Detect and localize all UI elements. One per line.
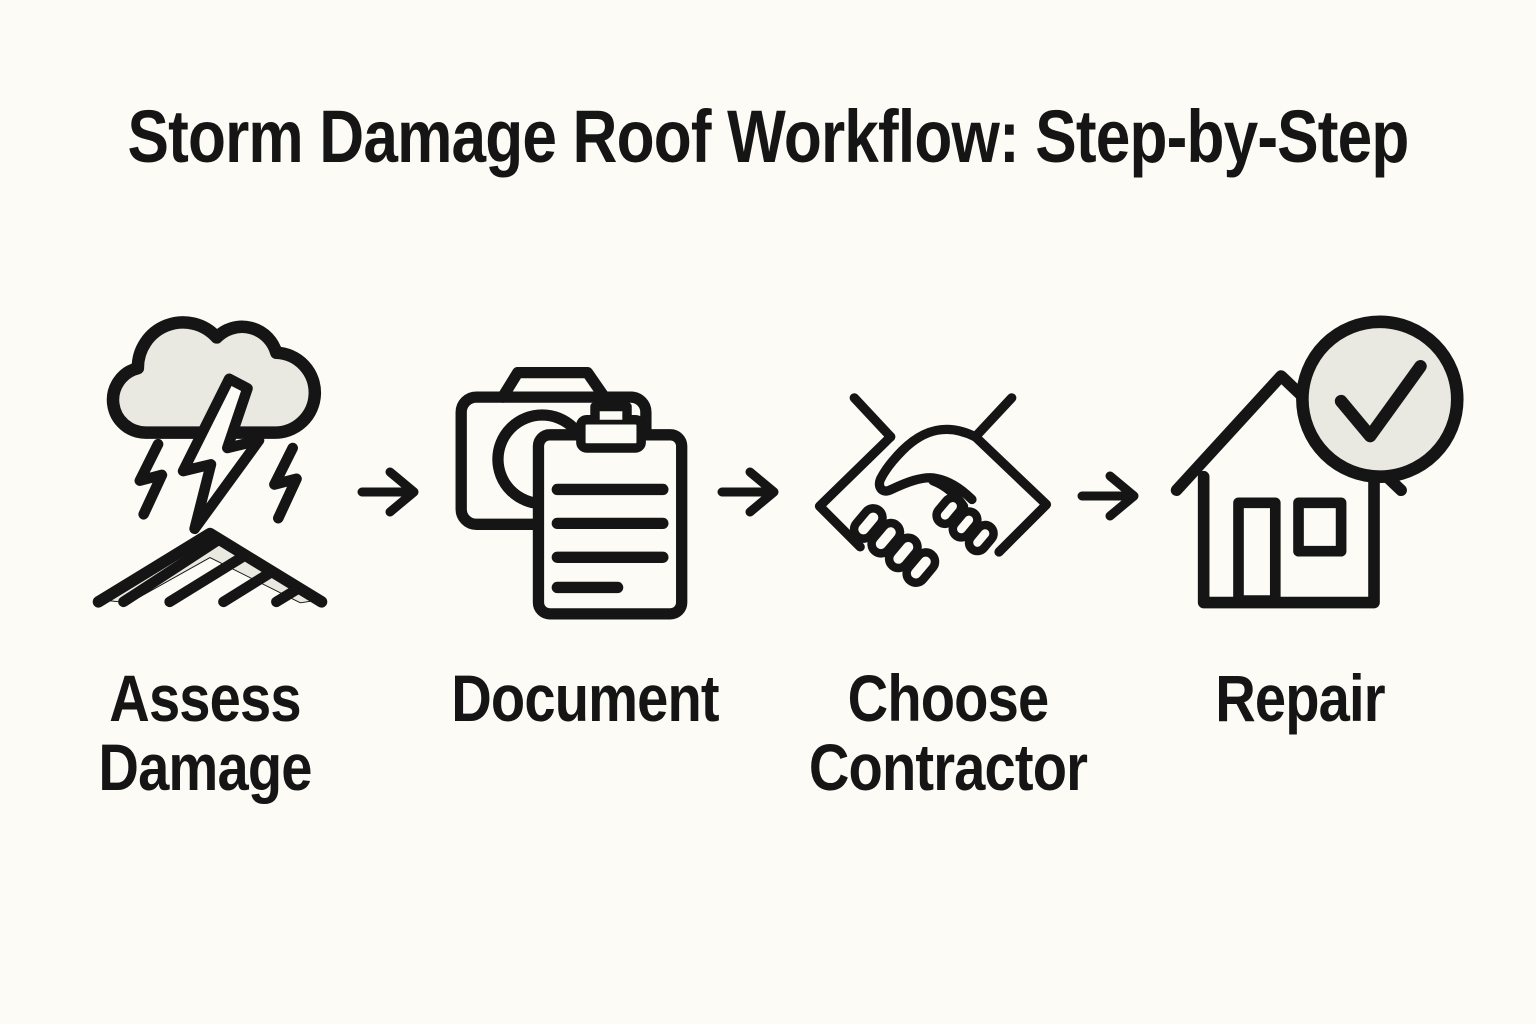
step-label-document: Document xyxy=(451,661,719,735)
arrow-right-icon xyxy=(1074,466,1154,526)
arrow-right-icon xyxy=(354,462,434,522)
storm-cloud-lightning-roof-icon xyxy=(85,298,335,615)
handshake-icon xyxy=(806,386,1060,598)
house-checkmark-icon xyxy=(1163,315,1465,618)
camera-clipboard-icon xyxy=(448,350,693,623)
step-label-repair: Repair xyxy=(1215,661,1385,735)
diagram-title: Storm Damage Roof Workflow: Step-by-Step xyxy=(127,95,1409,178)
arrow-right-icon xyxy=(714,462,794,522)
step-label-choose-contractor: Choose Contractor xyxy=(808,661,1088,805)
step-label-assess-damage: Assess Damage xyxy=(98,661,312,805)
